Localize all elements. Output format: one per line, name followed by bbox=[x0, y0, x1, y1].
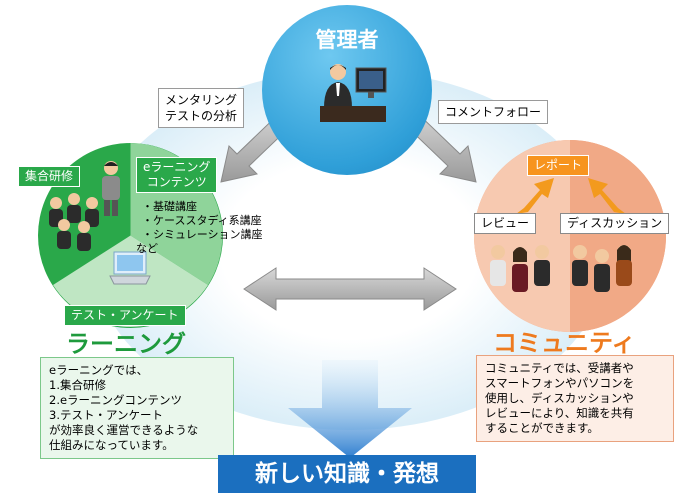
learning-description: eラーニングでは、 1.集合研修 2.eラーニングコンテンツ 3.テスト・アンケ… bbox=[40, 357, 234, 459]
community-title: コミュニティ bbox=[493, 329, 636, 357]
manager-at-computer-icon bbox=[320, 64, 387, 122]
down-arrow bbox=[288, 360, 412, 458]
learning-desc-line: 仕組みになっています。 bbox=[49, 438, 174, 452]
community-description: コミュニティでは、受講者や スマートフォンやパソコンを 使用し、ディスカッション… bbox=[476, 355, 674, 442]
community-desc-line: スマートフォンやパソコンを bbox=[485, 376, 635, 390]
course-item: ・ケーススタディ系講座 bbox=[142, 214, 262, 227]
instructor-icon bbox=[102, 161, 120, 216]
elearning-tag-line1: eラーニング bbox=[143, 160, 211, 174]
course-item: ・シミュレーション講座 bbox=[142, 228, 263, 241]
comment-follow-callout: コメントフォロー bbox=[438, 100, 549, 124]
mentoring-callout-line1: メンタリング bbox=[165, 93, 238, 107]
training-group-icon bbox=[49, 193, 99, 251]
mentoring-callout: メンタリング テストの分析 bbox=[158, 88, 245, 128]
laptop-icon bbox=[109, 251, 151, 285]
learning-desc-line: 2.eラーニングコンテンツ bbox=[49, 393, 183, 407]
learning-desc-line: 3.テスト・アンケート bbox=[49, 408, 164, 422]
community-people-icon bbox=[490, 245, 632, 292]
learning-title: ラーニング bbox=[66, 330, 186, 358]
group-training-tag: 集合研修 bbox=[18, 166, 81, 187]
review-tag: レビュー bbox=[474, 213, 537, 234]
elearning-content-tag: eラーニング コンテンツ bbox=[136, 157, 218, 193]
mentoring-callout-line2: テストの分析 bbox=[165, 109, 238, 123]
double-arrow bbox=[243, 267, 457, 311]
new-knowledge-banner: 新しい知識・発想 bbox=[218, 455, 476, 493]
course-item: など bbox=[136, 242, 158, 255]
report-tag: レポート bbox=[527, 155, 590, 176]
test-survey-tag: テスト・アンケート bbox=[64, 305, 186, 326]
learning-desc-line: eラーニングでは、 bbox=[49, 363, 149, 377]
community-desc-line: レビューにより、知識を共有 bbox=[485, 406, 634, 420]
elearning-tag-line2: コンテンツ bbox=[146, 175, 207, 189]
course-item: ・基礎講座 bbox=[142, 200, 197, 213]
learning-desc-line: が効率良く運営できるような bbox=[49, 423, 199, 437]
report-arrows bbox=[516, 178, 626, 214]
discussion-tag: ディスカッション bbox=[560, 213, 670, 234]
manager-title: 管理者 bbox=[315, 28, 379, 52]
community-desc-line: することができます。 bbox=[485, 421, 599, 435]
community-desc-line: コミュニティでは、受講者や bbox=[485, 361, 634, 375]
elearning-course-list: ・基礎講座 ・ケーススタディ系講座 ・シミュレーション講座 など bbox=[136, 200, 263, 256]
community-desc-line: 使用し、ディスカッションや bbox=[485, 391, 634, 405]
learning-desc-line: 1.集合研修 bbox=[49, 378, 106, 392]
